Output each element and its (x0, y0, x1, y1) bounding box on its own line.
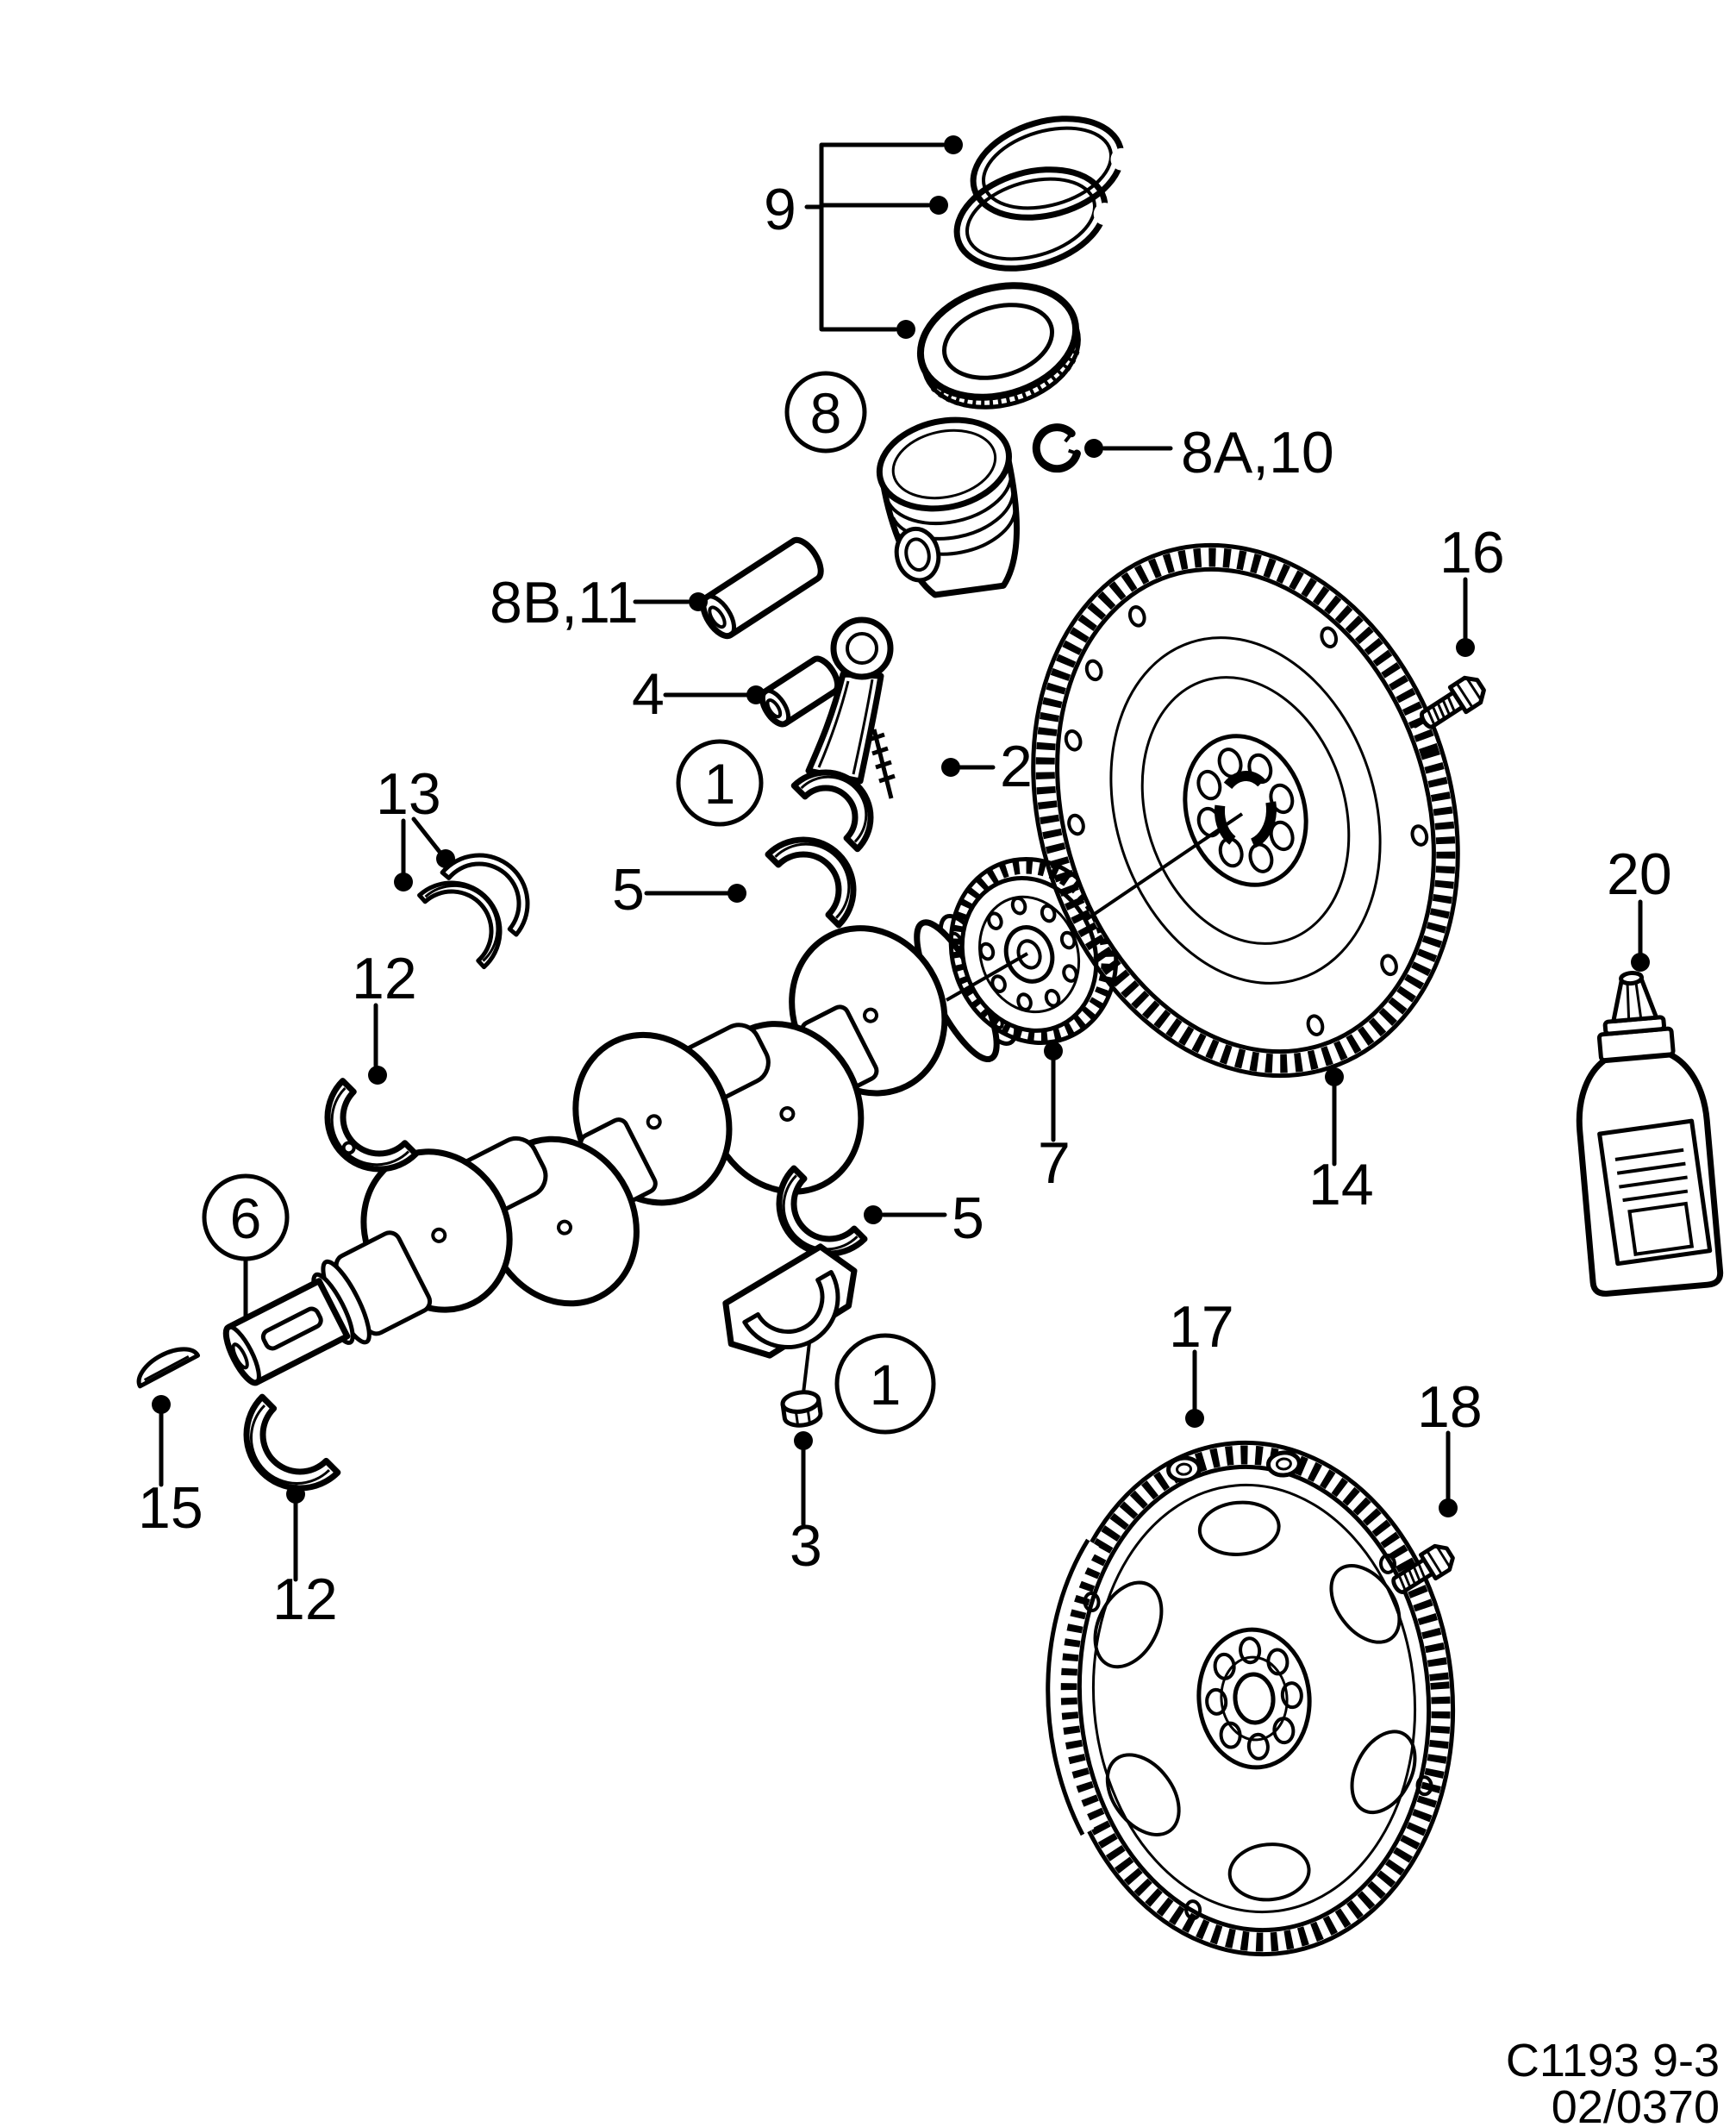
circled-callout-8: 8 (810, 381, 842, 445)
sealant-bottle (1576, 970, 1724, 1297)
callout-18: 18 (1417, 1374, 1483, 1440)
main-bearing-shell-12-upper (324, 1078, 419, 1173)
drawing-code: C1193 9-3 (1506, 2035, 1720, 2086)
callout-8b11: 8B,11 (490, 570, 639, 635)
main-bearing-shell-12-lower (243, 1393, 341, 1492)
callout-3: 3 (790, 1513, 822, 1579)
crank-keyway-slot (260, 1306, 323, 1351)
flywheel (1031, 542, 1460, 1079)
flywheel-bolt-16 (1420, 675, 1486, 729)
piston-pin (700, 536, 824, 640)
callout-14: 14 (1308, 1152, 1374, 1217)
callout-20: 20 (1607, 841, 1672, 907)
callout-5-right: 5 (952, 1185, 984, 1251)
circled-callout-6: 6 (230, 1186, 262, 1250)
circled-callout-1-lower: 1 (870, 1353, 902, 1417)
callout-15: 15 (138, 1475, 203, 1541)
callout-2: 2 (1000, 734, 1033, 799)
piston-pin-boss (894, 526, 941, 583)
flexplate (1034, 1440, 1456, 1957)
callout-9: 9 (764, 177, 796, 242)
circlip (1032, 423, 1081, 473)
connecting-rod (790, 616, 896, 853)
rod-nut-3 (780, 1390, 823, 1428)
woodruff-key-15 (136, 1347, 201, 1389)
rod-bolt (868, 729, 896, 799)
callout-8a10: 8A,10 (1181, 420, 1334, 485)
circled-callout-1-upper: 1 (704, 752, 736, 816)
callout-labels: 9 8A,10 8B,11 4 2 5 13 12 15 12 3 5 7 14… (138, 177, 1672, 1632)
callout-12-lower: 12 (272, 1567, 338, 1632)
callout-17: 17 (1169, 1294, 1234, 1360)
piston (876, 416, 1021, 598)
callout-12-upper: 12 (352, 946, 417, 1011)
revision-code: 02/0370 (1552, 2081, 1720, 2127)
callout-13: 13 (376, 761, 441, 827)
callout-16: 16 (1439, 520, 1505, 585)
rod-cap-assembly (722, 1243, 858, 1428)
callout-4: 4 (632, 661, 665, 727)
callout-5-left: 5 (612, 857, 645, 923)
footer-codes: C1193 9-3 02/0370 (1506, 2035, 1720, 2127)
callout-7: 7 (1038, 1130, 1071, 1196)
rod-bearing-shell-5-upper (765, 836, 857, 929)
leader-lines (152, 135, 1650, 1582)
rod-bushing (759, 655, 841, 728)
thrust-washer-pair-13 (417, 853, 530, 970)
piston-ring-second (953, 166, 1116, 272)
bottle-label (1597, 1118, 1713, 1267)
circled-callouts: 8 1 6 1 (202, 371, 936, 1435)
axis-line (946, 812, 1244, 1002)
piston-oil-ring (916, 282, 1081, 410)
crankshaft (222, 913, 1019, 1386)
flexplate-bolt-18 (1391, 1543, 1455, 1594)
